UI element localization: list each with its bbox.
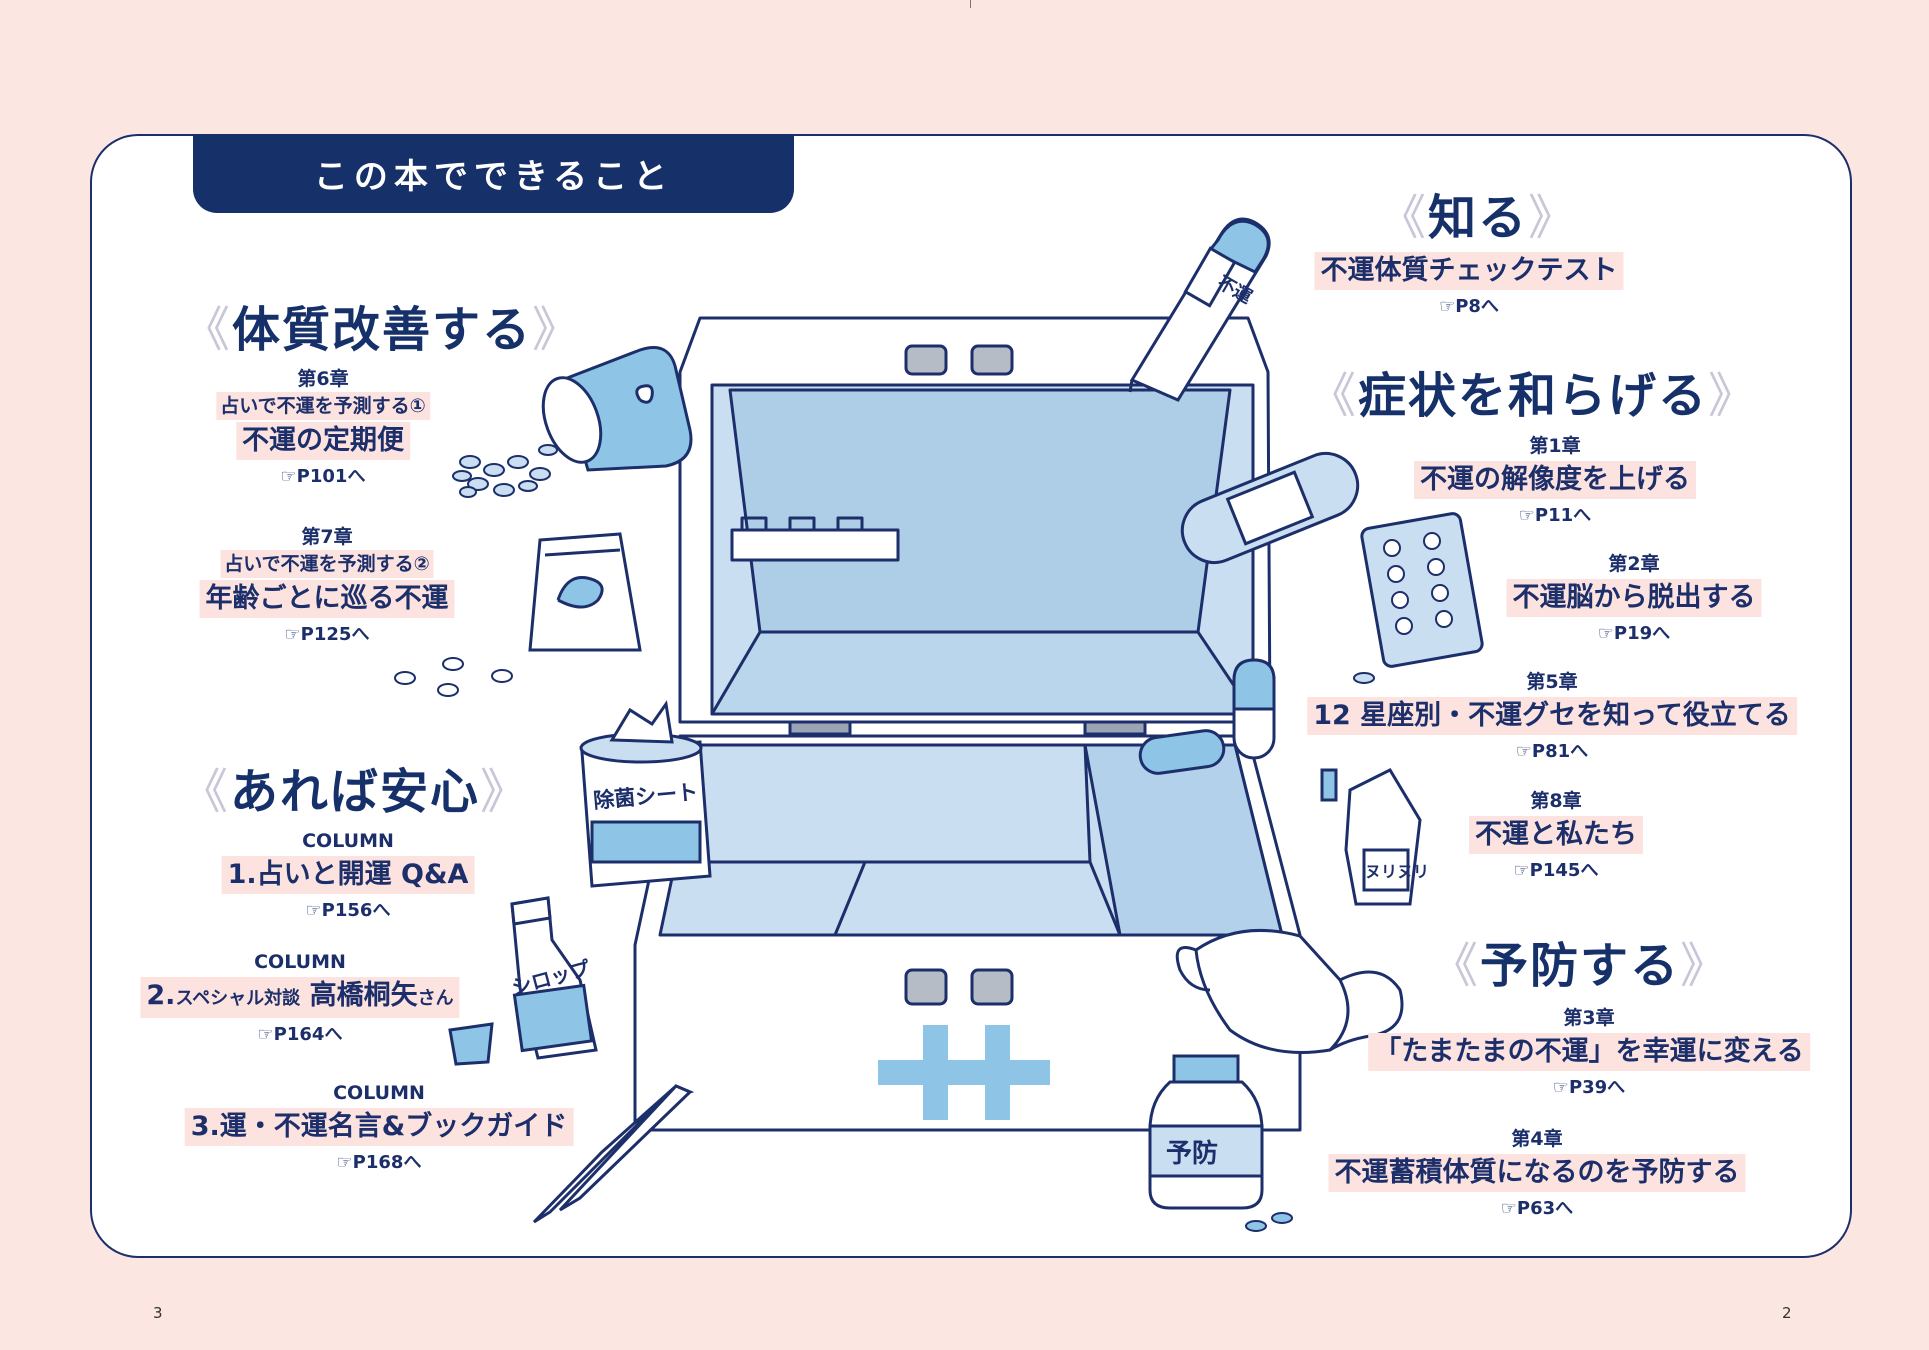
page-number-right: 2 [1782, 1304, 1792, 1322]
spilled-pills [452, 444, 558, 498]
item-chapter-8[interactable]: 第8章 不運と私たち ☞P145へ [1469, 788, 1643, 884]
pill-bottle-icon [541, 346, 693, 472]
item-chapter-7[interactable]: 第7章 占いで不運を予測する② 年齢ごとに巡る不運 ☞P125へ [199, 524, 455, 648]
page-crease [970, 0, 971, 8]
item-chapter-3[interactable]: 第3章 「たまたまの不運」を幸運に変える ☞P39へ [1368, 1005, 1810, 1101]
heading-yobou: 《予防する》 [1430, 938, 1731, 994]
tweezers-icon [532, 1084, 695, 1224]
item-chapter-5[interactable]: 第5章 12 星座別・不運グセを知って役立てる ☞P81へ [1307, 669, 1797, 765]
item-chapter-1[interactable]: 第1章 不運の解像度を上げる ☞P11へ [1414, 433, 1696, 529]
small-pills [394, 657, 513, 697]
item-column-2[interactable]: COLUMN 2.スペシャル対談 高橋桐矢さん ☞P164へ [140, 949, 460, 1048]
item-chapter-6[interactable]: 第6章 占いで不運を予測する① 不運の定期便 ☞P101へ [216, 366, 430, 490]
heading-areba: 《あれば安心》 [180, 764, 531, 820]
bandage-icon [1180, 452, 1360, 564]
thermometer-icon [1128, 217, 1271, 402]
face-mask-icon [1175, 928, 1404, 1054]
item-chapter-2[interactable]: 第2章 不運脳から脱出する ☞P19へ [1506, 551, 1762, 647]
blister-pack-icon [1360, 512, 1484, 668]
capsule-icon [1138, 658, 1276, 775]
column-2-title: 2.スペシャル対談 高橋桐矢さん [140, 977, 460, 1018]
page-number-left: 3 [153, 1304, 163, 1322]
lid-latch [904, 344, 948, 376]
lid-latch [970, 344, 1014, 376]
prevention-label: 予防 [1166, 1139, 1218, 1169]
medicine-bag-icon [528, 532, 642, 652]
heading-taishitsu: 《体質改善する》 [182, 302, 583, 358]
item-column-1[interactable]: COLUMN 1.占いと開運 Q&A ☞P156へ [221, 828, 475, 924]
medical-cross [878, 1025, 1050, 1120]
item-shiru-check-test[interactable]: 不運体質チェックテスト ☞P8へ [1314, 250, 1624, 320]
ointment-label: ヌリヌリ [1365, 862, 1429, 881]
heading-shiru: 《知る》 [1378, 190, 1579, 246]
page-title: この本でできること [193, 134, 794, 213]
item-column-3[interactable]: COLUMN 3.運・不運名言&ブックガイド ☞P168へ [184, 1080, 574, 1176]
item-chapter-4[interactable]: 第4章 不運蓄積体質になるのを予防する ☞P63へ [1328, 1126, 1746, 1222]
lid-shelf [730, 528, 900, 562]
syrup-bottle-icon [448, 896, 598, 1066]
ointment-tube-icon [1320, 768, 1422, 906]
heading-shoujou: 《症状を和らげる》 [1308, 368, 1759, 424]
prevention-bottle-icon [1148, 1054, 1264, 1210]
wipes-canister-icon [579, 700, 712, 888]
